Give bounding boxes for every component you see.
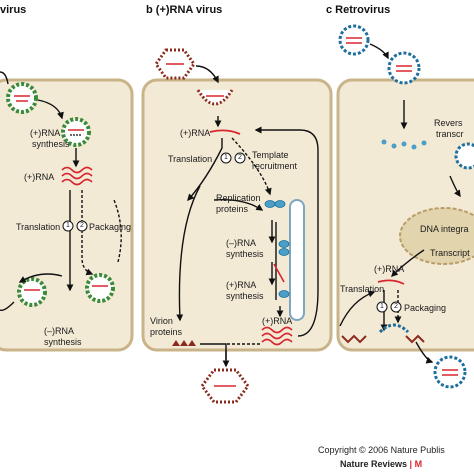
b-budding-virion [200, 368, 250, 404]
c-step-1-number: 1 [380, 303, 384, 310]
c-label-reverse-1: Revers [434, 118, 463, 128]
b-label-virion-1: Virion [150, 316, 173, 326]
c-reverse-transcription-complex [454, 142, 474, 170]
journal-suffix: | M [409, 459, 423, 469]
panel-c-title: c Retrovirus [326, 4, 391, 16]
b-label-replication-1: Replication [216, 193, 261, 203]
cell-a [0, 78, 134, 352]
a-entering-virion [6, 82, 38, 114]
b-label-replication-2: proteins [216, 204, 249, 214]
b-rna-wavy [261, 326, 293, 346]
c-membrane-spikes [341, 323, 425, 344]
c-nucleus [399, 207, 474, 265]
a-step-1-circle [62, 220, 74, 232]
c-virion-top-left [338, 24, 370, 56]
c-label-translation: Translation [340, 284, 385, 294]
a-step-2-circle [76, 220, 88, 232]
a-replication-virion-3 [17, 277, 47, 307]
a-label-rna-synthesis-2: synthesis [32, 139, 70, 149]
b-label-neg-rna-2: synthesis [226, 249, 264, 259]
a-replication-virion-2 [85, 273, 115, 303]
b-label-template-2: recruitment [252, 161, 298, 171]
journal-title: Nature Reviews [340, 459, 408, 469]
b-step-2-circle [234, 152, 246, 164]
c-step-2-number: 2 [394, 303, 398, 310]
c-rna-strand [377, 279, 405, 285]
a-label-rna-synthesis-1: (+)RNA [30, 128, 61, 138]
b-label-neg-rna-1: (–)RNA [226, 238, 257, 248]
c-label-rna: (+)RNA [374, 264, 405, 274]
copyright-text: Copyright © 2006 Nature Publis [318, 445, 445, 455]
b-rna-strand [209, 129, 241, 135]
b-label-rna: (+)RNA [180, 128, 211, 138]
c-virion-fusing [387, 51, 421, 85]
b-label-rna-bottom: (+)RNA [262, 316, 293, 326]
b-virion-proteins [172, 340, 196, 346]
a-label-neg-rna-1: (–)RNA [44, 326, 75, 336]
b-step-2-number: 2 [238, 154, 242, 161]
panel-b-title: b (+)RNA virus [146, 4, 223, 16]
b-label-translation: Translation [168, 154, 213, 164]
a-label-translation: Translation [16, 222, 61, 232]
b-label-pos-rna-2: synthesis [226, 291, 264, 301]
a-label-packaging: Packaging [89, 222, 132, 232]
b-label-template-1: Template [252, 150, 289, 160]
c-uncoating-capsid [381, 139, 427, 150]
a-rna-wavy [61, 166, 93, 186]
b-label-virion-2: proteins [150, 327, 183, 337]
a-step-1-number: 1 [66, 222, 70, 229]
panel-a-title: virus [0, 4, 27, 16]
b-fusing-virion [196, 89, 234, 106]
b-step-1-circle [220, 152, 232, 164]
c-step-2-circle [390, 301, 402, 313]
c-label-reverse-2: transcr [436, 129, 464, 139]
c-label-transcript: Transcript [430, 248, 470, 258]
a-label-neg-rna-2: synthesis [44, 337, 82, 347]
b-replication-proteins [264, 200, 286, 208]
a-label-rna: (+)RNA [24, 172, 55, 182]
b-step-1-number: 1 [224, 154, 228, 161]
b-membrane-vesicles [273, 199, 305, 321]
cell-b [141, 78, 333, 352]
c-label-packaging: Packaging [404, 303, 447, 313]
c-step-1-circle [376, 301, 388, 313]
b-incoming-virion [154, 48, 196, 80]
c-label-dna: DNA integra [420, 224, 469, 234]
c-budding-virion [433, 355, 467, 389]
b-label-pos-rna-1: (+)RNA [226, 280, 257, 290]
journal-name: Nature Reviews | M [340, 459, 422, 469]
a-step-2-number: 2 [80, 222, 84, 229]
a-replication-virion-1 [61, 117, 91, 147]
